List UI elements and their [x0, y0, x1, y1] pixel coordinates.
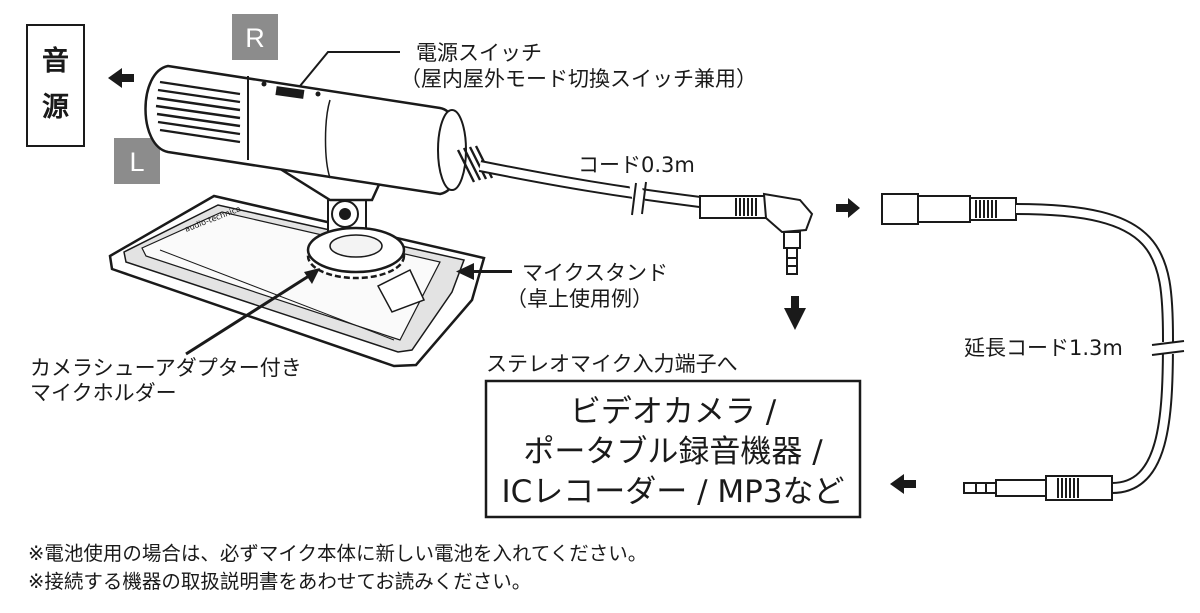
extension-cord-illustration — [881, 193, 1186, 501]
device-line-1: ビデオカメラ / — [570, 394, 777, 430]
holder-label-line1: カメラシューアダプター付き — [30, 356, 302, 380]
channel-r-tag: R — [232, 14, 278, 60]
arrow-to-source-icon — [108, 68, 134, 88]
stereo-microphone-illustration — [144, 64, 494, 196]
device-line-2: ポータブル録音機器 / — [523, 434, 823, 470]
extension-cord-label: 延長コード1.3m — [964, 336, 1123, 360]
device-line-3: ICレコーダー / MP3など — [501, 474, 844, 510]
sound-source-char-2: 源 — [42, 92, 69, 123]
holder-pointer-icon — [185, 268, 320, 356]
power-switch-label: 電源スイッチ — [416, 41, 542, 65]
mic-stand-illustration: audio-technica — [108, 194, 486, 368]
channel-l-label: L — [129, 147, 144, 177]
arrow-to-devices-icon — [890, 474, 916, 494]
sound-source-char-1: 音 — [42, 45, 69, 77]
note-line-2: ※接続する機器の取扱説明書をあわせてお読みください。 — [28, 570, 531, 593]
arrow-down-icon — [784, 296, 806, 330]
note-line-1: ※電池使用の場合は、必ずマイク本体に新しい電池を入れてください。 — [28, 542, 647, 565]
channel-l-tag: L — [114, 138, 160, 184]
holder-label-line2: マイクホルダー — [30, 381, 177, 405]
stand-pointer-icon — [456, 263, 512, 280]
leader-lines — [299, 51, 400, 87]
cord-label: コード0.3m — [578, 153, 695, 177]
mic-stand-note: （卓上使用例） — [506, 287, 653, 311]
devices-box: ビデオカメラ / ポータブル録音機器 / ICレコーダー / MP3など — [484, 379, 862, 519]
arrow-to-extension-icon — [836, 198, 860, 218]
destination-label: ステレオマイク入力端子へ — [486, 352, 738, 376]
power-switch-note: （屋内屋外モード切換スイッチ兼用） — [400, 67, 757, 91]
channel-r-label: R — [245, 23, 265, 53]
mic-stand-label: マイクスタンド — [522, 261, 668, 285]
short-cord-illustration — [478, 160, 814, 275]
sound-source-box: 音 源 — [26, 24, 85, 147]
